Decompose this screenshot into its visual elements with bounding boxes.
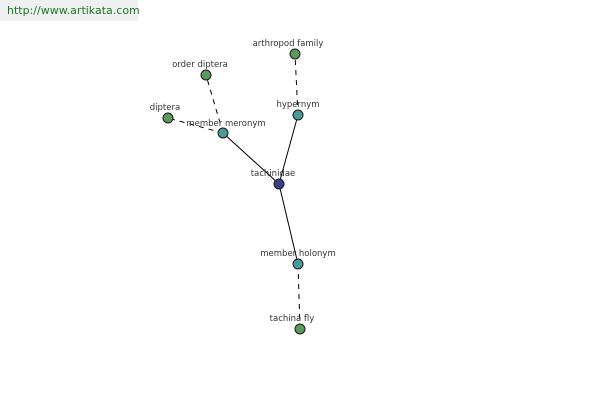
label-arthropod-family: arthropod family [253,39,324,49]
label-tachina-fly: tachina fly [270,314,315,324]
node-diptera[interactable] [162,112,174,124]
node-hypernym[interactable] [292,109,304,121]
node-arthropod-family[interactable] [289,48,301,60]
label-member-holonym: member holonym [260,249,335,259]
node-tachina-fly[interactable] [294,323,306,335]
edge-hypernym-arthropod-family [294,53,299,116]
url-banner: http://www.artikata.com [0,0,140,21]
node-member-meronym[interactable] [217,127,229,139]
label-hypernym: hypernym [276,100,319,110]
edge-center-member-meronym [222,132,280,185]
label-member-meronym: member meronym [186,119,265,129]
edge-member-holonym-tachina-fly [297,263,301,330]
node-tachinidae[interactable] [273,178,285,190]
edge-member-meronym-order-diptera [205,74,224,134]
label-diptera: diptera [150,103,180,113]
site-url-link[interactable]: http://www.artikata.com [7,4,140,17]
label-order-diptera: order diptera [172,60,228,70]
node-member-holonym[interactable] [292,258,304,270]
edge-center-hypernym [278,114,299,185]
edge-center-member-holonym [278,183,299,265]
node-order-diptera[interactable] [200,69,212,81]
label-tachinidae: tachinidae [251,169,296,179]
